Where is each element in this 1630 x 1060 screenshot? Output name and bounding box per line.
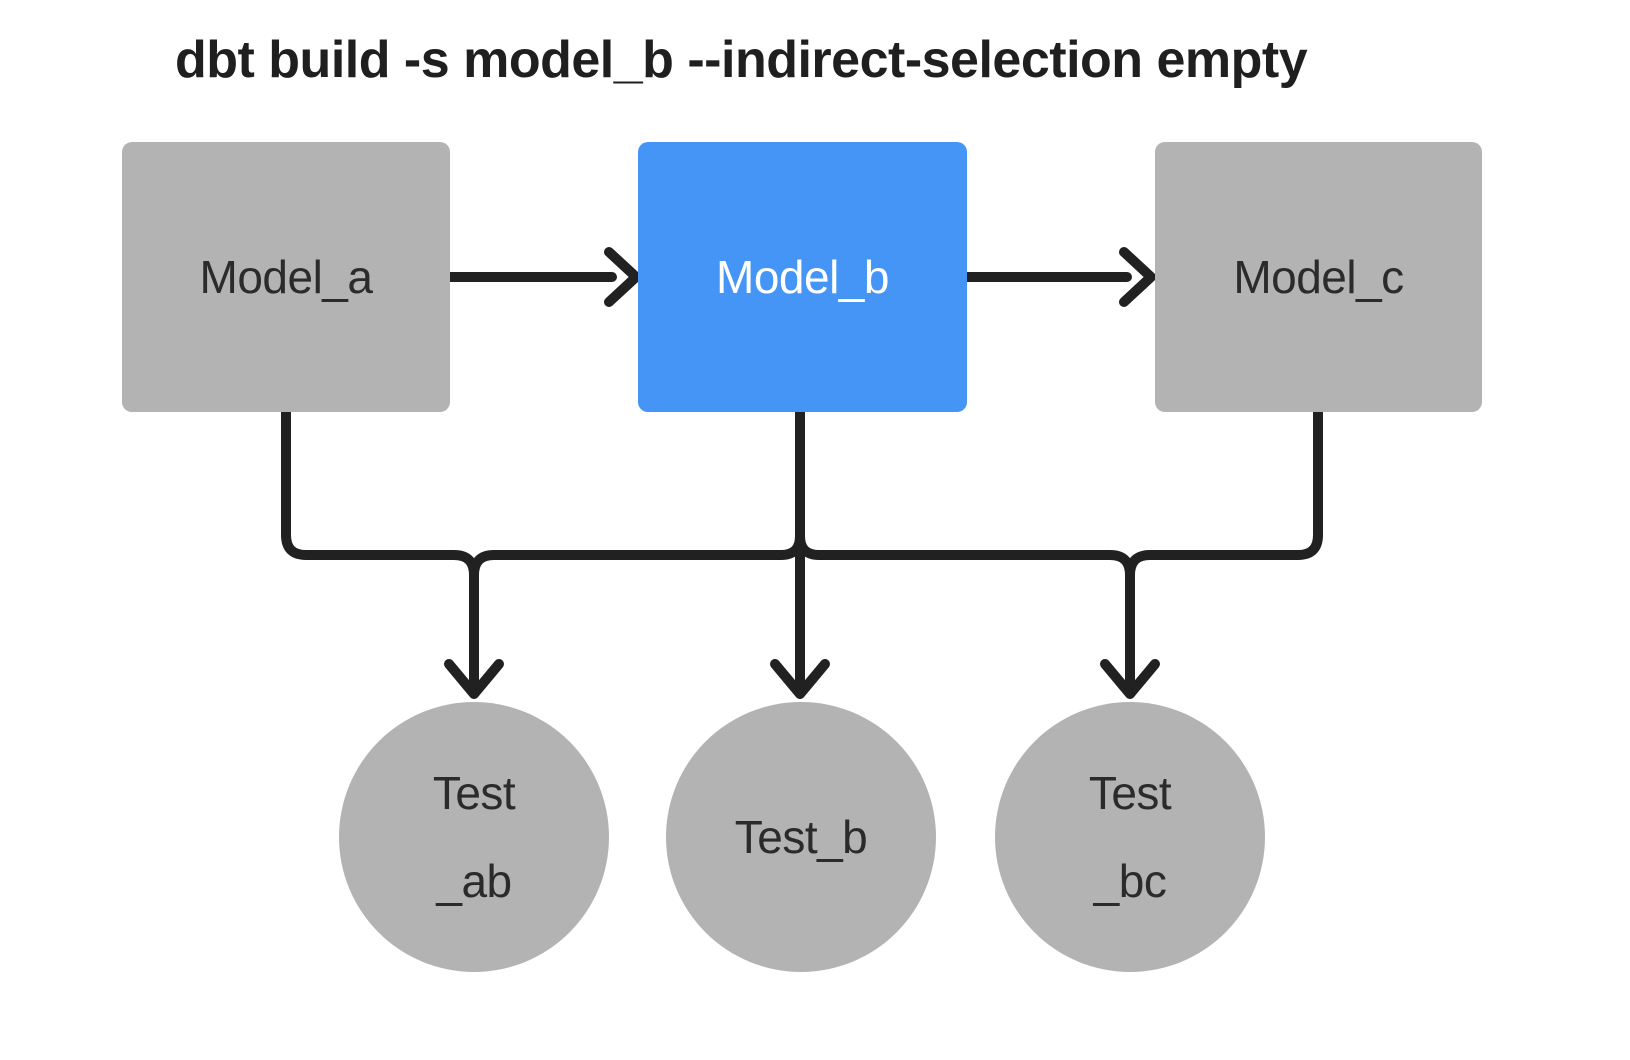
node-model-a-label: Model_a — [199, 251, 373, 303]
node-test-ab-label-line2: _ab — [436, 855, 512, 907]
arrowhead-model-c-icon — [1119, 247, 1156, 307]
node-model-a: Model_a — [122, 142, 450, 412]
edge-model-a-to-test-ab — [281, 407, 479, 687]
node-model-b-label: Model_b — [716, 251, 889, 303]
arrowhead-test-bc-icon — [1100, 659, 1160, 699]
edge-model-c-to-test-bc — [1125, 407, 1323, 580]
arrowhead-model-b-icon — [604, 247, 641, 307]
node-test-ab: Test _ab — [339, 702, 609, 972]
arrowhead-test-b-icon — [770, 659, 830, 699]
node-model-c-label: Model_c — [1233, 251, 1404, 303]
node-test-b: Test_b — [666, 702, 936, 972]
node-test-ab-label-line1: Test — [432, 767, 516, 819]
node-test-bc-label-line2: _bc — [1093, 855, 1167, 907]
node-test-bc: Test _bc — [995, 702, 1265, 972]
edge-model-b-to-test-ab — [469, 531, 805, 580]
node-test-bc-label-line1: Test — [1088, 767, 1172, 819]
node-model-c: Model_c — [1155, 142, 1482, 412]
arrowhead-test-ab-icon — [444, 659, 504, 699]
diagram-title: dbt build -s model_b --indirect-selectio… — [175, 31, 1308, 89]
node-test-b-label: Test_b — [734, 811, 868, 863]
node-model-b-selected: Model_b — [638, 142, 967, 412]
edge-model-b-to-test-bc — [795, 531, 1135, 687]
